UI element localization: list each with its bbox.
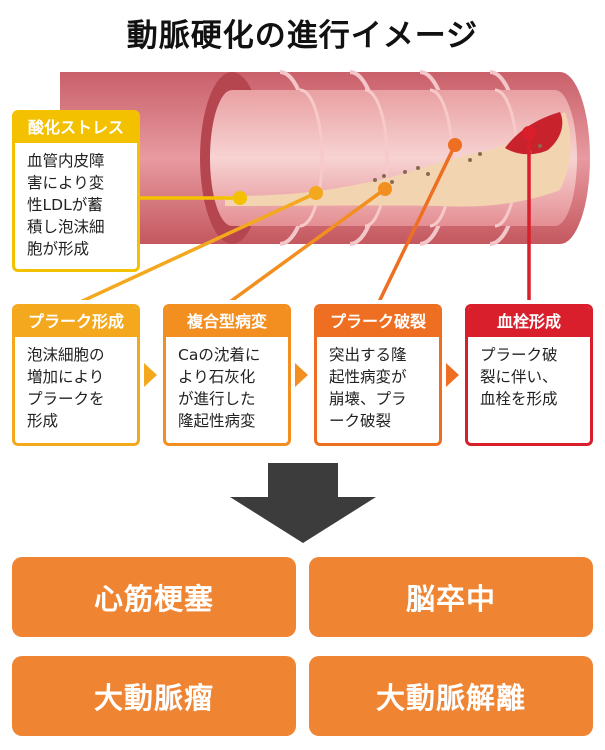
stage-description: 泡沫細胞の 増加により プラークを 形成 bbox=[15, 337, 137, 438]
stage-text-line: 害により変 bbox=[27, 174, 105, 192]
stage-title: 血栓形成 bbox=[468, 307, 590, 337]
stage-text-line: 形成 bbox=[27, 412, 59, 430]
stage-title: プラーク形成 bbox=[15, 307, 137, 337]
stage-text-line: が進行した bbox=[178, 390, 256, 408]
stage-text-line: 隆起性病変 bbox=[178, 412, 256, 430]
disease-myocardial-infarction: 心筋梗塞 bbox=[12, 557, 296, 637]
stage-text-line: プラークを bbox=[27, 390, 105, 408]
stage-description: 血管内皮障 害により変 性LDLが蓄 積し泡沫細 胞が形成 bbox=[15, 143, 137, 266]
marker-rupture bbox=[448, 138, 462, 152]
stage-title: 複合型病変 bbox=[166, 307, 288, 337]
disease-aortic-dissection: 大動脈解離 bbox=[309, 656, 593, 736]
marker-plaque bbox=[309, 186, 323, 200]
stage-text-line: 泡沫細胞の bbox=[27, 346, 105, 364]
marker-complex bbox=[378, 182, 392, 196]
stage-text-line: 起性病変が bbox=[329, 368, 407, 386]
disease-aortic-aneurysm: 大動脈瘤 bbox=[12, 656, 296, 736]
plaque-mass bbox=[225, 112, 571, 207]
arrow-down-icon bbox=[230, 463, 376, 543]
stage-text-line: 性LDLが蓄 bbox=[27, 196, 103, 214]
marker-thrombus bbox=[522, 126, 536, 140]
stage-plaque-rupture: プラーク破裂 突出する隆 起性病変が 崩壊、プラ ーク破裂 bbox=[314, 304, 442, 446]
page-title: 動脈硬化の進行イメージ bbox=[126, 18, 479, 54]
chevron-right-icon bbox=[446, 363, 459, 387]
stage-oxidative-stress: 酸化ストレス 血管内皮障 害により変 性LDLが蓄 積し泡沫細 胞が形成 bbox=[12, 110, 140, 272]
stage-description: プラーク破 裂に伴い、 血栓を形成 bbox=[468, 337, 590, 416]
deposit-dots bbox=[373, 144, 542, 184]
stage-text-line: 積し泡沫細 bbox=[27, 218, 105, 236]
connector-plaque bbox=[80, 191, 317, 300]
stage-description: Caの沈着に より石灰化 が進行した 隆起性病変 bbox=[166, 337, 288, 438]
stage-text-line: より石灰化 bbox=[178, 368, 256, 386]
connector-rupture bbox=[377, 144, 457, 300]
stage-description: 突出する隆 起性病変が 崩壊、プラ ーク破裂 bbox=[317, 337, 439, 438]
stage-thrombus-formation: 血栓形成 プラーク破 裂に伴い、 血栓を形成 bbox=[465, 304, 593, 446]
stage-title: プラーク破裂 bbox=[317, 307, 439, 337]
disease-stroke: 脳卒中 bbox=[309, 557, 593, 637]
connector-complex bbox=[229, 187, 387, 300]
chevron-right-icon bbox=[144, 363, 157, 387]
stage-text-line: プラーク破 bbox=[480, 346, 558, 364]
stage-text-line: 胞が形成 bbox=[27, 240, 90, 258]
stage-text-line: 血管内皮障 bbox=[27, 152, 105, 170]
chevron-right-icon bbox=[295, 363, 308, 387]
stage-text-line: ーク破裂 bbox=[329, 412, 392, 430]
stage-text-line: 裂に伴い、 bbox=[480, 368, 558, 386]
stage-text-line: 増加により bbox=[27, 368, 105, 386]
stage-title: 酸化ストレス bbox=[15, 113, 137, 143]
artery-illustration bbox=[60, 70, 590, 300]
marker-oxidative bbox=[233, 191, 247, 205]
stage-text-line: Caの沈着に bbox=[178, 346, 261, 364]
stage-text-line: 血栓を形成 bbox=[480, 390, 558, 408]
stage-plaque-formation: プラーク形成 泡沫細胞の 増加により プラークを 形成 bbox=[12, 304, 140, 446]
stage-complex-lesion: 複合型病変 Caの沈着に より石灰化 が進行した 隆起性病変 bbox=[163, 304, 291, 446]
stage-text-line: 崩壊、プラ bbox=[329, 390, 407, 408]
stage-text-line: 突出する隆 bbox=[329, 346, 407, 364]
